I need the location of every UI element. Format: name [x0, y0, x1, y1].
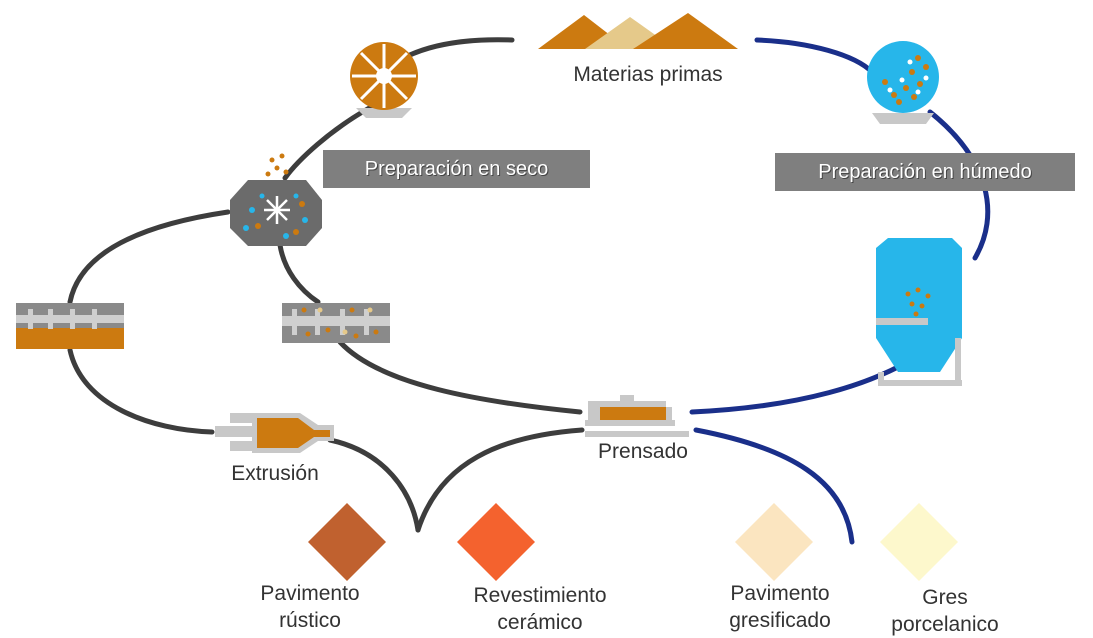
wet-line-raw-to-ballmill: [754, 37, 875, 75]
product-line1: Pavimento: [260, 582, 360, 605]
dry-line-press-to-products: [415, 427, 585, 533]
atomizer-icon: [230, 153, 322, 246]
product-line2: gresificado: [729, 609, 831, 632]
raw-materials-label: Materias primas: [573, 63, 723, 86]
extruder-icon: [215, 413, 334, 453]
swatch-pavimento-gresificado: [735, 503, 813, 581]
dry-mill-icon: [350, 42, 418, 118]
press-icon: [585, 395, 689, 437]
wet-line-press-to-products: [693, 427, 855, 545]
dry-line-mill-to-atomizer: [282, 104, 374, 181]
dry-line-granulator-left-to-extruder: [67, 347, 215, 435]
extrusion-label: Extrusión: [231, 462, 319, 485]
product-label-pavimento-gresificado: Pavimento gresificado: [700, 580, 860, 634]
swatch-revestimiento-ceramico: [457, 503, 535, 581]
granulator-right-icon: [282, 303, 390, 343]
dry-line-granulator-right-to-press: [337, 339, 583, 415]
product-label-revestimiento-ceramico: Revestimiento cerámico: [440, 582, 640, 636]
swatch-gres-porcelanico: [880, 503, 958, 581]
product-line1: Revestimiento: [473, 584, 607, 607]
product-line2: cerámico: [497, 611, 583, 634]
product-line1: Pavimento: [730, 582, 830, 605]
dry-line-extruder-to-products: [327, 437, 421, 533]
pressing-label: Prensado: [598, 440, 688, 463]
product-label-gres-porcelanico: Gres porcelanico: [865, 584, 1025, 638]
dry-line-atomizer-to-granulator-right: [277, 242, 321, 305]
product-label-pavimento-rustico: Pavimento rústico: [230, 580, 390, 634]
dry-line-atomizer-to-granulator-left: [67, 209, 231, 305]
spray-dryer-silo-icon: [876, 238, 962, 386]
product-line1: Gres: [922, 586, 968, 609]
product-line2: porcelanico: [891, 613, 999, 636]
product-swatches: [308, 503, 958, 581]
dry-prep-label: Preparación en seco: [323, 150, 590, 188]
ball-mill-icon: [867, 41, 939, 124]
swatch-pavimento-rustico: [308, 503, 386, 581]
dry-route-lines: [67, 37, 585, 533]
product-line2: rústico: [279, 609, 341, 632]
raw-materials-icon: [538, 13, 738, 49]
wet-prep-label: Preparación en húmedo: [775, 153, 1075, 191]
granulator-left-icon: [16, 303, 124, 349]
